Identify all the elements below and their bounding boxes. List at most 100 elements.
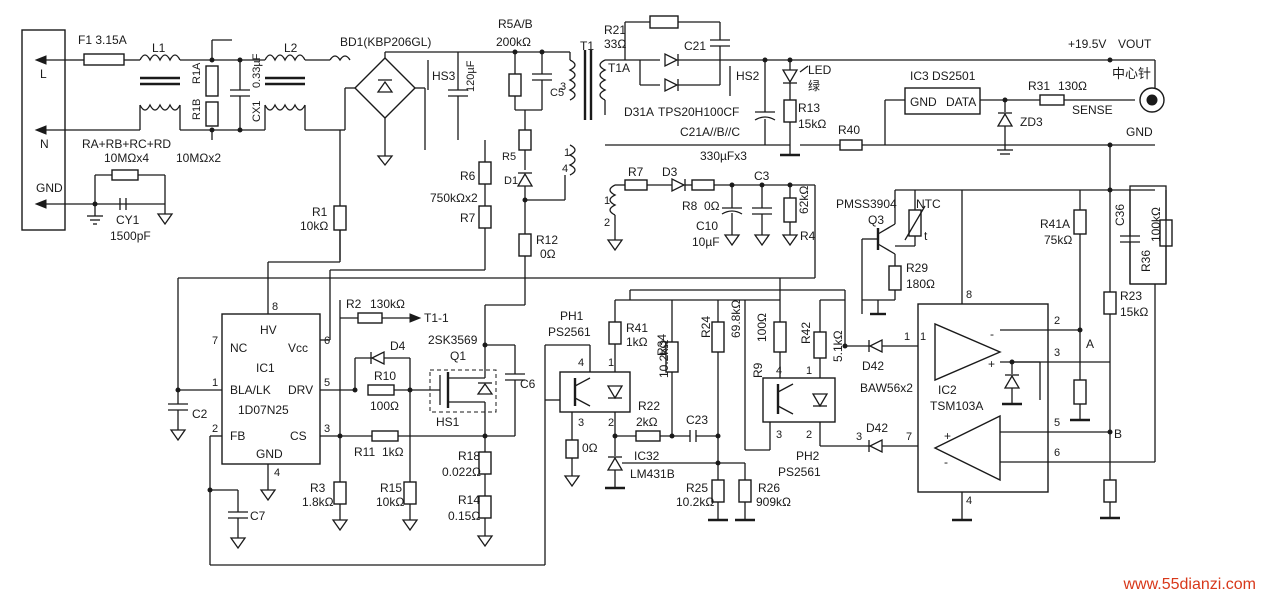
- rcd-snubber: R5A/B 200kΩ C5: [496, 17, 564, 111]
- ic1-vcc-pin: Vcc: [288, 341, 308, 355]
- c5-label: C5: [550, 87, 564, 99]
- q1-label: Q1: [450, 349, 466, 363]
- r23-label: R23: [1120, 289, 1142, 303]
- r41a-value: 75kΩ: [1044, 233, 1072, 247]
- ntc-t: t: [924, 229, 928, 243]
- r24-value: 69.8kΩ: [729, 300, 743, 338]
- neutral-terminal-label: N: [40, 137, 49, 151]
- r4-value: 62kΩ: [797, 186, 811, 214]
- ic1-drv-pin: DRV: [288, 383, 313, 397]
- r9-label: R9: [751, 362, 765, 378]
- output-capacitors: C21A//B//C 330µFx3: [605, 57, 790, 163]
- ic1-pin8: 8: [272, 301, 278, 313]
- svg-text:+: +: [988, 357, 995, 371]
- ph2-pin3: 3: [776, 429, 782, 441]
- ic2-pin5: 5: [1054, 417, 1060, 429]
- bleeder-resistors-r1a-r1b: R1A R1B 10MΩx2: [176, 39, 232, 165]
- vout-voltage: +19.5V: [1068, 37, 1106, 51]
- ph1-pin2: 2: [608, 417, 614, 429]
- fuse-f1-label: F1 3.15A: [78, 33, 127, 47]
- hs3-label: HS3: [432, 69, 456, 83]
- t1a-label: T1A: [608, 61, 630, 75]
- r6-label: R6: [460, 169, 476, 183]
- ph1-pin3: 3: [578, 417, 584, 429]
- ph2-pin1: 1: [806, 365, 812, 377]
- cy1-label: CY1: [116, 213, 140, 227]
- r5ab-label: R5A/B: [498, 17, 533, 31]
- r15-label: R15: [380, 481, 402, 495]
- r5-label: R5: [502, 151, 516, 163]
- r1-label: R1: [312, 205, 328, 219]
- node-a: A: [1086, 337, 1094, 351]
- y-capacitor-network: RA+RB+RC+RD 10MΩx4 CY1 1500pF: [70, 137, 174, 243]
- c21abc-label: C21A//B//C: [680, 125, 740, 139]
- line-terminal-label: L: [40, 67, 47, 81]
- ic1-pin7: 7: [212, 335, 218, 347]
- cc-feedback: R41 1kΩ R22 2kΩ C23 IC32 LM431B 10.2kΩ R…: [605, 278, 845, 522]
- r14-label: R14: [458, 493, 480, 507]
- ntc-label: NTC: [916, 197, 941, 211]
- svg-text:-: -: [990, 327, 994, 341]
- r41-value: 1kΩ: [626, 335, 648, 349]
- ic2-pin4: 4: [966, 495, 972, 507]
- r3-value: 1.8kΩ: [302, 495, 334, 509]
- led-label: LED: [808, 63, 832, 77]
- r18-label: R18: [458, 449, 480, 463]
- output-connector: +19.5V VOUT 中心针 GND: [1068, 37, 1165, 148]
- ic1-controller: HV Vcc NC IC1 BLA/LK DRV 1D07N25 FB CS G…: [168, 262, 560, 566]
- r6-value: 750kΩx2: [430, 191, 478, 205]
- ic3-label: IC3 DS2501: [910, 69, 976, 83]
- ic1-name: IC1: [256, 361, 275, 375]
- r25-label: R25: [686, 481, 708, 495]
- d31a-label: D31A: [624, 105, 654, 119]
- ic2-pin7: 7: [906, 431, 912, 443]
- bulk-capacitor: HS3 120µF: [427, 52, 477, 140]
- r26-value: 909kΩ: [756, 495, 791, 509]
- bridge-rectifier-bd1: BD1(KBP206GL): [330, 35, 500, 260]
- r12-value: 0Ω: [540, 247, 556, 261]
- r9-value: 100Ω: [755, 313, 769, 342]
- ic2-pin2: 2: [1054, 315, 1060, 327]
- optocoupler-ph2: 100Ω R9 R42 5.1kΩ 4 1 3 2 PH2 PS2561: [744, 299, 870, 479]
- aux-supply: 1 2 R7 D3 R8 0Ω C10 10µF C3 62kΩ R4: [178, 165, 816, 279]
- r41-label: R41: [626, 321, 648, 335]
- vout-label: VOUT: [1118, 37, 1152, 51]
- r7-label: R7: [460, 211, 476, 225]
- fuse-f1: F1 3.15A: [78, 33, 140, 66]
- r13-label: R13: [798, 101, 820, 115]
- ic1-pin3: 3: [324, 423, 330, 435]
- ic3-gnd-pin: GND: [910, 95, 937, 109]
- ic32-label: IC32: [634, 449, 660, 463]
- r5ab-value: 200kΩ: [496, 35, 531, 49]
- ic1-hv-pin: HV: [260, 323, 277, 337]
- r4-label: R4: [800, 229, 816, 243]
- ac-input-connector: L N GND: [21, 29, 84, 231]
- r34-value: 10.2kΩ: [657, 340, 671, 378]
- common-mode-choke-l1: L1: [70, 41, 265, 131]
- choke-l2-label: L2: [284, 41, 298, 55]
- r11-value: 1kΩ: [382, 445, 404, 459]
- x-capacitor-cx1: 0.33µF CX1: [230, 53, 263, 133]
- svg-text:-: -: [944, 455, 948, 469]
- common-mode-choke-l2: L2: [264, 41, 351, 131]
- ic1-pin5: 5: [324, 377, 330, 389]
- r29-value: 180Ω: [906, 277, 935, 291]
- transformer-t1-primary: T1 3 4 1: [560, 39, 594, 176]
- c3-label: C3: [754, 169, 770, 183]
- ic1-cs-pin: CS: [290, 429, 307, 443]
- ic2-pin1b: 1: [920, 331, 926, 343]
- c21abc-value: 330µFx3: [700, 149, 747, 163]
- ic2-part: TSM103A: [930, 399, 983, 413]
- r41a-label: R41A: [1040, 217, 1070, 231]
- r13-value: 15kΩ: [798, 117, 826, 131]
- r15-value: 10kΩ: [376, 495, 404, 509]
- r10-value: 100Ω: [370, 399, 399, 413]
- c36-label: C36: [1113, 204, 1127, 226]
- ic1-gnd-pin: GND: [256, 447, 283, 461]
- bulk-cap-value: 120µF: [465, 60, 477, 92]
- ic1-fb-pin: FB: [230, 429, 245, 443]
- r31-value: 130Ω: [1058, 79, 1087, 93]
- ic2-pin3: 3: [1054, 347, 1060, 359]
- ground-terminal-label: GND: [36, 181, 63, 195]
- ph1-pin4: 4: [578, 357, 584, 369]
